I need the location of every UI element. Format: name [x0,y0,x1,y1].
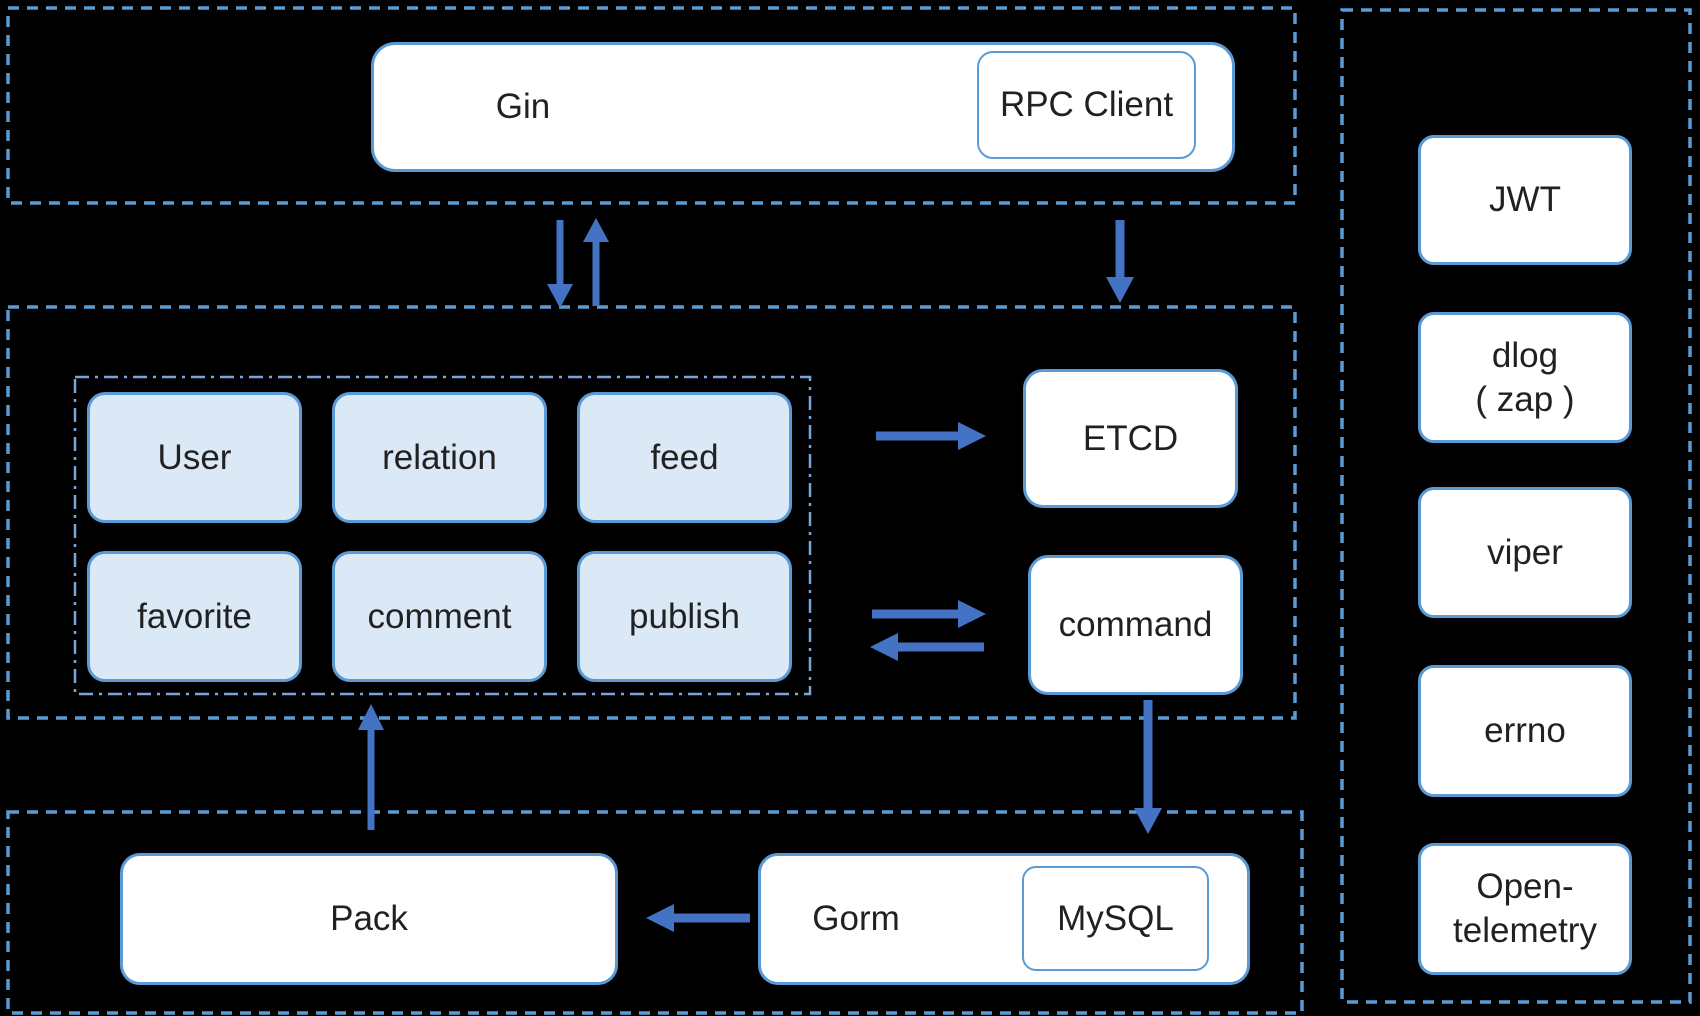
sidebar-box-jwt: JWT [1418,135,1632,265]
service-box-user: User [87,392,302,523]
gin-box: Gin RPC Client [371,42,1235,172]
sidebar-label: viper [1487,532,1563,572]
sidebar-label: Open- telemetry [1453,867,1597,950]
service-box-publish: publish [577,551,792,682]
sidebar-section-border [1340,8,1692,1004]
mysql-box: MySQL [1022,866,1209,971]
sidebar-box-errno: errno [1418,665,1632,797]
arrow-gorm-to-pack [646,904,750,932]
command-label: command [1058,605,1213,645]
sidebar-box-dlog-zap: dlog ( zap ) [1418,312,1632,443]
data-section-border [6,810,1304,1015]
gorm-label: Gorm [812,899,900,939]
service-label: comment [367,596,512,636]
arrow-rpc-client-to-etcd-down [1106,220,1134,303]
command-box: command [1028,555,1243,695]
service-label: feed [650,437,719,477]
sidebar-label: JWT [1489,180,1561,220]
sidebar-box-viper: viper [1418,487,1632,618]
pack-label: Pack [330,899,408,939]
gorm-box: Gorm MySQL [758,853,1250,985]
service-box-comment: comment [332,551,547,682]
service-box-favorite: favorite [87,551,302,682]
arrow-pack-to-services-up [358,704,384,830]
arrow-command-to-services [870,633,984,661]
service-box-feed: feed [577,392,792,523]
sidebar-label: dlog ( zap ) [1475,335,1575,419]
arrow-services-to-gin-up [583,218,609,306]
service-section-border [6,305,1297,720]
sidebar-label: errno [1484,711,1566,751]
etcd-label: ETCD [1082,418,1179,458]
service-box-relation: relation [332,392,547,523]
arrow-services-to-etcd [876,422,986,450]
rpc-client-label: RPC Client [999,85,1174,125]
arrow-command-to-gorm-down [1134,700,1162,834]
arrow-services-to-command [872,600,986,628]
etcd-box: ETCD [1023,369,1238,508]
mysql-label: MySQL [1057,898,1174,938]
gin-label: Gin [495,87,551,127]
rpc-client-box: RPC Client [977,51,1196,159]
service-label: User [157,437,232,477]
pack-box: Pack [120,853,618,985]
service-group-border [73,375,812,696]
arrow-gin-to-services-down [547,220,573,308]
service-label: relation [382,437,497,477]
service-label: favorite [137,596,252,636]
service-label: publish [629,596,740,636]
sidebar-box-open-telemetry: Open- telemetry [1418,843,1632,975]
